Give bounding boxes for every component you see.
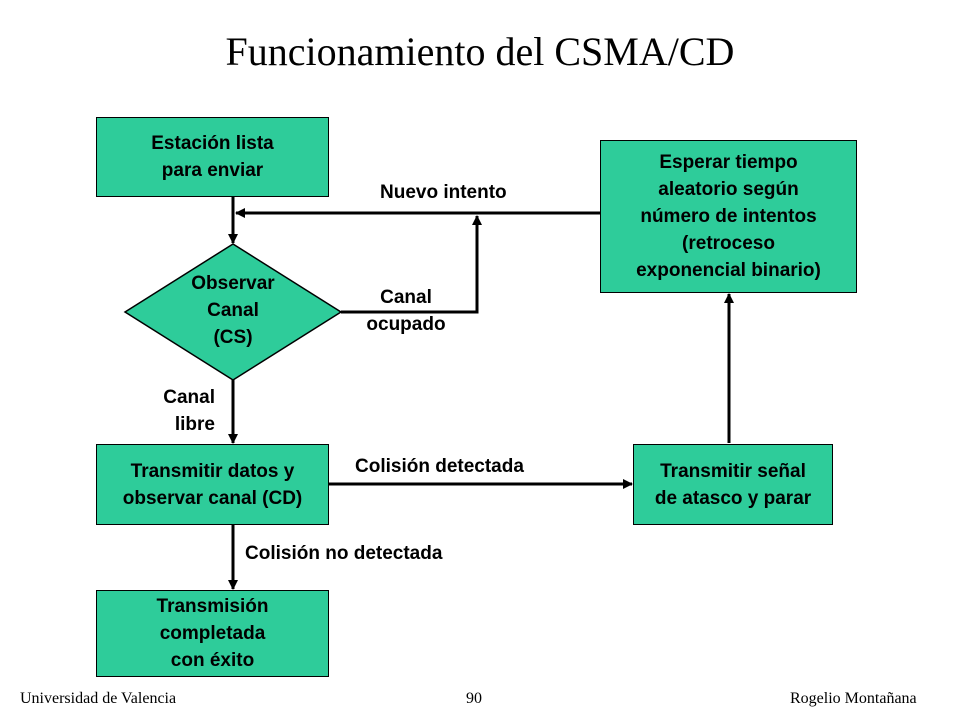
label-collision: Colisión detectada bbox=[355, 456, 524, 477]
footer-page-number: 90 bbox=[466, 690, 482, 707]
node-observe-label: Observar Canal (CS) bbox=[191, 273, 275, 348]
node-success: Transmisión completada con éxito bbox=[96, 590, 329, 677]
label-no-collision: Colisión no detectada bbox=[245, 543, 443, 564]
node-ready: Estación lista para enviar bbox=[96, 117, 329, 197]
node-transmit: Transmitir datos y observar canal (CD) bbox=[96, 444, 329, 525]
node-jam: Transmitir señal de atasco y parar bbox=[633, 444, 833, 525]
label-busy: Canal ocupado bbox=[366, 287, 446, 335]
node-backoff: Esperar tiempo aleatorio según número de… bbox=[600, 140, 857, 293]
footer-left: Universidad de Valencia bbox=[20, 690, 177, 707]
page-title: Funcionamiento del CSMA/CD bbox=[225, 29, 735, 74]
label-retry: Nuevo intento bbox=[380, 182, 507, 203]
label-free: Canal libre bbox=[163, 387, 215, 435]
footer-right: Rogelio Montañana bbox=[790, 690, 917, 707]
edge-busy bbox=[341, 215, 482, 314]
